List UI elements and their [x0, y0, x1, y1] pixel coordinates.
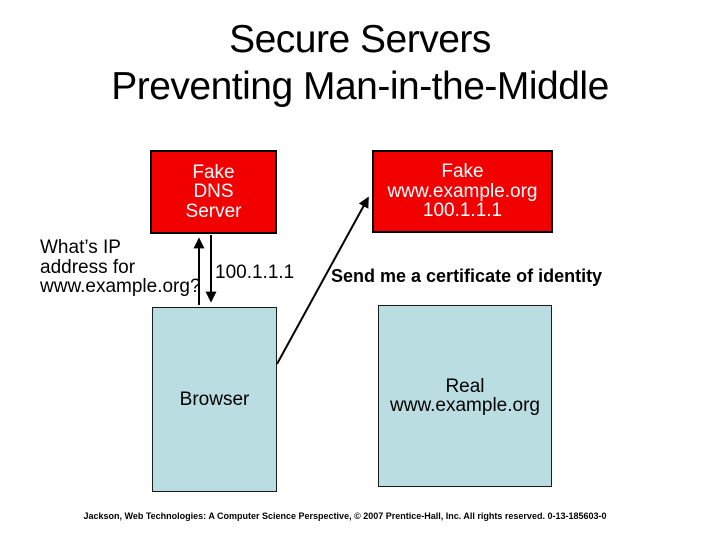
slide-title-line2: Preventing Man-in-the-Middle [111, 65, 609, 108]
dns-question-line2: address for [40, 256, 136, 278]
browser-box: Browser [152, 307, 277, 492]
dns-question-text: What’s IP address for www.example.org? [40, 238, 230, 297]
fake-web-server-ip: 100.1.1.1 [422, 200, 503, 222]
slide-title: Secure Servers Preventing Man-in-the-Mid… [0, 16, 720, 110]
real-web-server-box: Real www.example.org [378, 305, 552, 487]
dns-question-line3: www.example.org? [40, 276, 201, 297]
browser-label: Browser [179, 388, 250, 410]
fake-dns-server-label-line1: Fake [192, 161, 235, 183]
real-web-server-label-line1: Real [445, 375, 485, 397]
dns-answer-label: 100.1.1.1 [215, 262, 295, 283]
fake-web-server-label-line1: Fake [441, 161, 484, 183]
certificate-request-label: Send me a certificate of identity [331, 266, 603, 286]
fake-dns-server-label-line2: DNS [193, 181, 234, 203]
dns-question-line1: What’s IP [40, 237, 121, 258]
fake-dns-server-box: Fake DNS Server [150, 150, 277, 234]
slide-title-line1: Secure Servers [229, 18, 491, 61]
real-web-server-label-line2: www.example.org [390, 395, 540, 416]
fake-dns-server-label-line3: Server [185, 200, 242, 222]
fake-web-server-label-line2: www.example.org [387, 180, 538, 202]
fake-web-server-box: Fake www.example.org 100.1.1.1 [372, 150, 553, 233]
slide-footer: Jackson, Web Technologies: A Computer Sc… [83, 511, 607, 521]
